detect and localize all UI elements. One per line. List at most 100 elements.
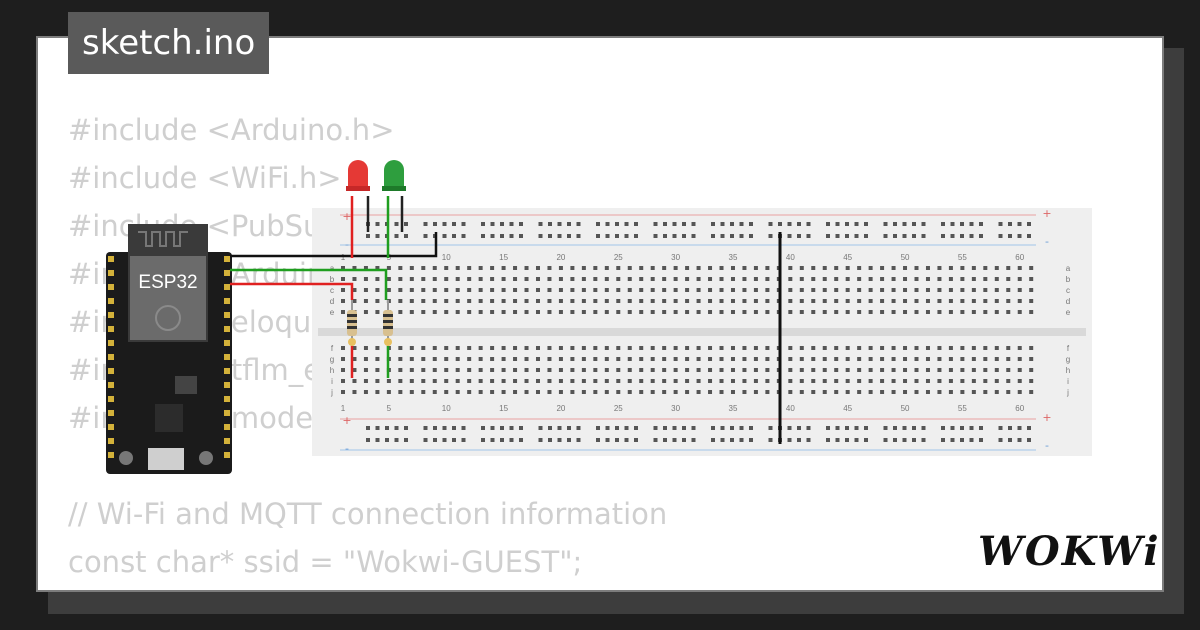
- breadboard-hole[interactable]: [834, 368, 839, 372]
- breadboard-hole[interactable]: [604, 379, 609, 383]
- breadboard-hole[interactable]: [822, 368, 827, 372]
- breadboard-hole[interactable]: [880, 357, 885, 361]
- breadboard-hole[interactable]: [742, 357, 747, 361]
- resistor-2[interactable]: [383, 300, 393, 346]
- breadboard-hole[interactable]: [1017, 222, 1022, 226]
- breadboard-hole[interactable]: [845, 390, 850, 394]
- breadboard-hole[interactable]: [444, 379, 449, 383]
- breadboard-hole[interactable]: [650, 299, 655, 303]
- breadboard-hole[interactable]: [593, 379, 598, 383]
- breadboard-hole[interactable]: [948, 310, 953, 314]
- breadboard-hole[interactable]: [615, 426, 619, 430]
- breadboard-hole[interactable]: [891, 266, 896, 270]
- breadboard-hole[interactable]: [581, 346, 586, 350]
- breadboard-hole[interactable]: [478, 368, 483, 372]
- breadboard-hole[interactable]: [1008, 234, 1012, 238]
- breadboard-hole[interactable]: [685, 299, 690, 303]
- breadboard-hole[interactable]: [500, 234, 504, 238]
- breadboard-hole[interactable]: [432, 299, 437, 303]
- breadboard-hole[interactable]: [969, 222, 974, 226]
- breadboard-hole[interactable]: [394, 222, 399, 226]
- breadboard-hole[interactable]: [696, 368, 701, 372]
- breadboard-hole[interactable]: [490, 368, 495, 372]
- breadboard-hole[interactable]: [719, 379, 724, 383]
- breadboard-hole[interactable]: [519, 426, 523, 430]
- breadboard-hole[interactable]: [673, 299, 678, 303]
- breadboard-hole[interactable]: [1006, 288, 1011, 292]
- breadboard-hole[interactable]: [363, 368, 368, 372]
- breadboard-hole[interactable]: [581, 368, 586, 372]
- breadboard-hole[interactable]: [478, 266, 483, 270]
- breadboard-hole[interactable]: [742, 379, 747, 383]
- breadboard-hole[interactable]: [363, 346, 368, 350]
- breadboard-hole[interactable]: [535, 390, 540, 394]
- breadboard-hole[interactable]: [547, 379, 552, 383]
- breadboard-hole[interactable]: [914, 357, 919, 361]
- breadboard-hole[interactable]: [547, 346, 552, 350]
- breadboard-hole[interactable]: [960, 426, 964, 430]
- breadboard-hole[interactable]: [960, 222, 964, 226]
- breadboard-hole[interactable]: [341, 277, 345, 281]
- breadboard-hole[interactable]: [983, 266, 988, 270]
- esp32-pin[interactable]: [224, 396, 230, 402]
- breadboard-hole[interactable]: [864, 426, 868, 430]
- breadboard-hole[interactable]: [398, 310, 403, 314]
- breadboard-hole[interactable]: [950, 426, 955, 430]
- breadboard-hole[interactable]: [730, 357, 735, 361]
- esp32-pin[interactable]: [224, 326, 230, 332]
- breadboard-hole[interactable]: [386, 266, 391, 270]
- breadboard-hole[interactable]: [538, 438, 543, 442]
- breadboard-hole[interactable]: [983, 390, 988, 394]
- breadboard-hole[interactable]: [868, 346, 873, 350]
- breadboard-hole[interactable]: [673, 379, 678, 383]
- breadboard-hole[interactable]: [478, 390, 483, 394]
- breadboard-hole[interactable]: [834, 357, 839, 361]
- breadboard-hole[interactable]: [788, 277, 793, 281]
- breadboard-hole[interactable]: [535, 299, 540, 303]
- breadboard-hole[interactable]: [341, 390, 345, 394]
- breadboard-hole[interactable]: [581, 357, 586, 361]
- breadboard-hole[interactable]: [576, 426, 581, 430]
- breadboard-hole[interactable]: [708, 310, 713, 314]
- breadboard-hole[interactable]: [711, 426, 715, 430]
- breadboard-hole[interactable]: [409, 379, 414, 383]
- breadboard-hole[interactable]: [948, 379, 953, 383]
- breadboard-hole[interactable]: [742, 310, 747, 314]
- breadboard-hole[interactable]: [685, 266, 690, 270]
- breadboard-hole[interactable]: [500, 222, 504, 226]
- breadboard-hole[interactable]: [409, 346, 414, 350]
- breadboard-hole[interactable]: [857, 390, 862, 394]
- breadboard-hole[interactable]: [627, 288, 632, 292]
- breadboard-hole[interactable]: [948, 357, 953, 361]
- breadboard-hole[interactable]: [685, 368, 690, 372]
- breadboard-hole[interactable]: [616, 379, 621, 383]
- breadboard-hole[interactable]: [998, 234, 1003, 238]
- breadboard-hole[interactable]: [835, 438, 840, 442]
- breadboard-hole[interactable]: [857, 357, 862, 361]
- breadboard-hole[interactable]: [891, 357, 896, 361]
- breadboard-hole[interactable]: [375, 379, 380, 383]
- breadboard-hole[interactable]: [811, 346, 816, 350]
- breadboard-hole[interactable]: [627, 346, 632, 350]
- breadboard-hole[interactable]: [730, 222, 734, 226]
- breadboard-hole[interactable]: [854, 222, 859, 226]
- breadboard-hole[interactable]: [969, 426, 974, 430]
- breadboard-hole[interactable]: [467, 368, 472, 372]
- breadboard-hole[interactable]: [501, 357, 506, 361]
- breadboard-hole[interactable]: [925, 277, 930, 281]
- breadboard-hole[interactable]: [868, 310, 873, 314]
- breadboard-hole[interactable]: [421, 346, 426, 350]
- breadboard-hole[interactable]: [639, 288, 644, 292]
- breadboard-hole[interactable]: [719, 357, 724, 361]
- breadboard-hole[interactable]: [983, 277, 988, 281]
- breadboard-hole[interactable]: [341, 357, 345, 361]
- breadboard-hole[interactable]: [788, 288, 793, 292]
- breadboard-hole[interactable]: [524, 346, 529, 350]
- breadboard-hole[interactable]: [787, 234, 792, 238]
- breadboard-hole[interactable]: [513, 266, 518, 270]
- breadboard-hole[interactable]: [857, 266, 862, 270]
- breadboard-hole[interactable]: [616, 357, 621, 361]
- breadboard-hole[interactable]: [826, 438, 830, 442]
- breadboard-hole[interactable]: [478, 288, 483, 292]
- breadboard-hole[interactable]: [1006, 277, 1011, 281]
